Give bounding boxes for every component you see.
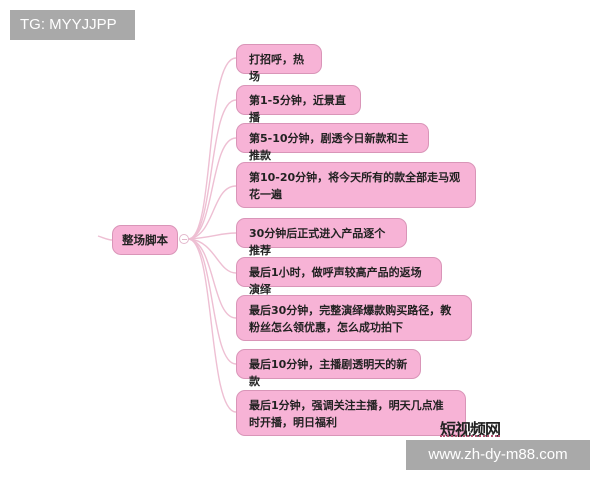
child-node[interactable]: 最后1分钟，强调关注主播，明天几点准时开播，明日福利 [236, 390, 466, 436]
child-node[interactable]: 第5-10分钟，剧透今日新款和主推款 [236, 123, 429, 162]
child-node[interactable]: 第1-5分钟，近景直播 [236, 85, 361, 124]
collapse-toggle-icon[interactable] [179, 234, 189, 244]
child-node[interactable]: 最后10分钟，主播剧透明天的新款 [236, 349, 421, 388]
site-logo-underline [440, 435, 500, 438]
root-node[interactable]: 整场脚本 [112, 225, 178, 255]
url-watermark: www.zh-dy-m88.com [406, 440, 590, 470]
child-node[interactable]: 打招呼，热场 [236, 44, 322, 83]
child-node[interactable]: 第10-20分钟，将今天所有的款全部走马观花一遍 [236, 162, 476, 208]
child-node[interactable]: 最后30分钟，完整演绎爆款购买路径，教粉丝怎么领优惠，怎么成功拍下 [236, 295, 472, 341]
child-node[interactable]: 30分钟后正式进入产品逐个推荐 [236, 218, 407, 257]
child-node[interactable]: 最后1小时，做呼声较高产品的返场演绎 [236, 257, 442, 296]
site-logo-watermark: 短视频网 [440, 420, 501, 439]
tg-watermark: TG: MYYJJPP [10, 10, 135, 40]
